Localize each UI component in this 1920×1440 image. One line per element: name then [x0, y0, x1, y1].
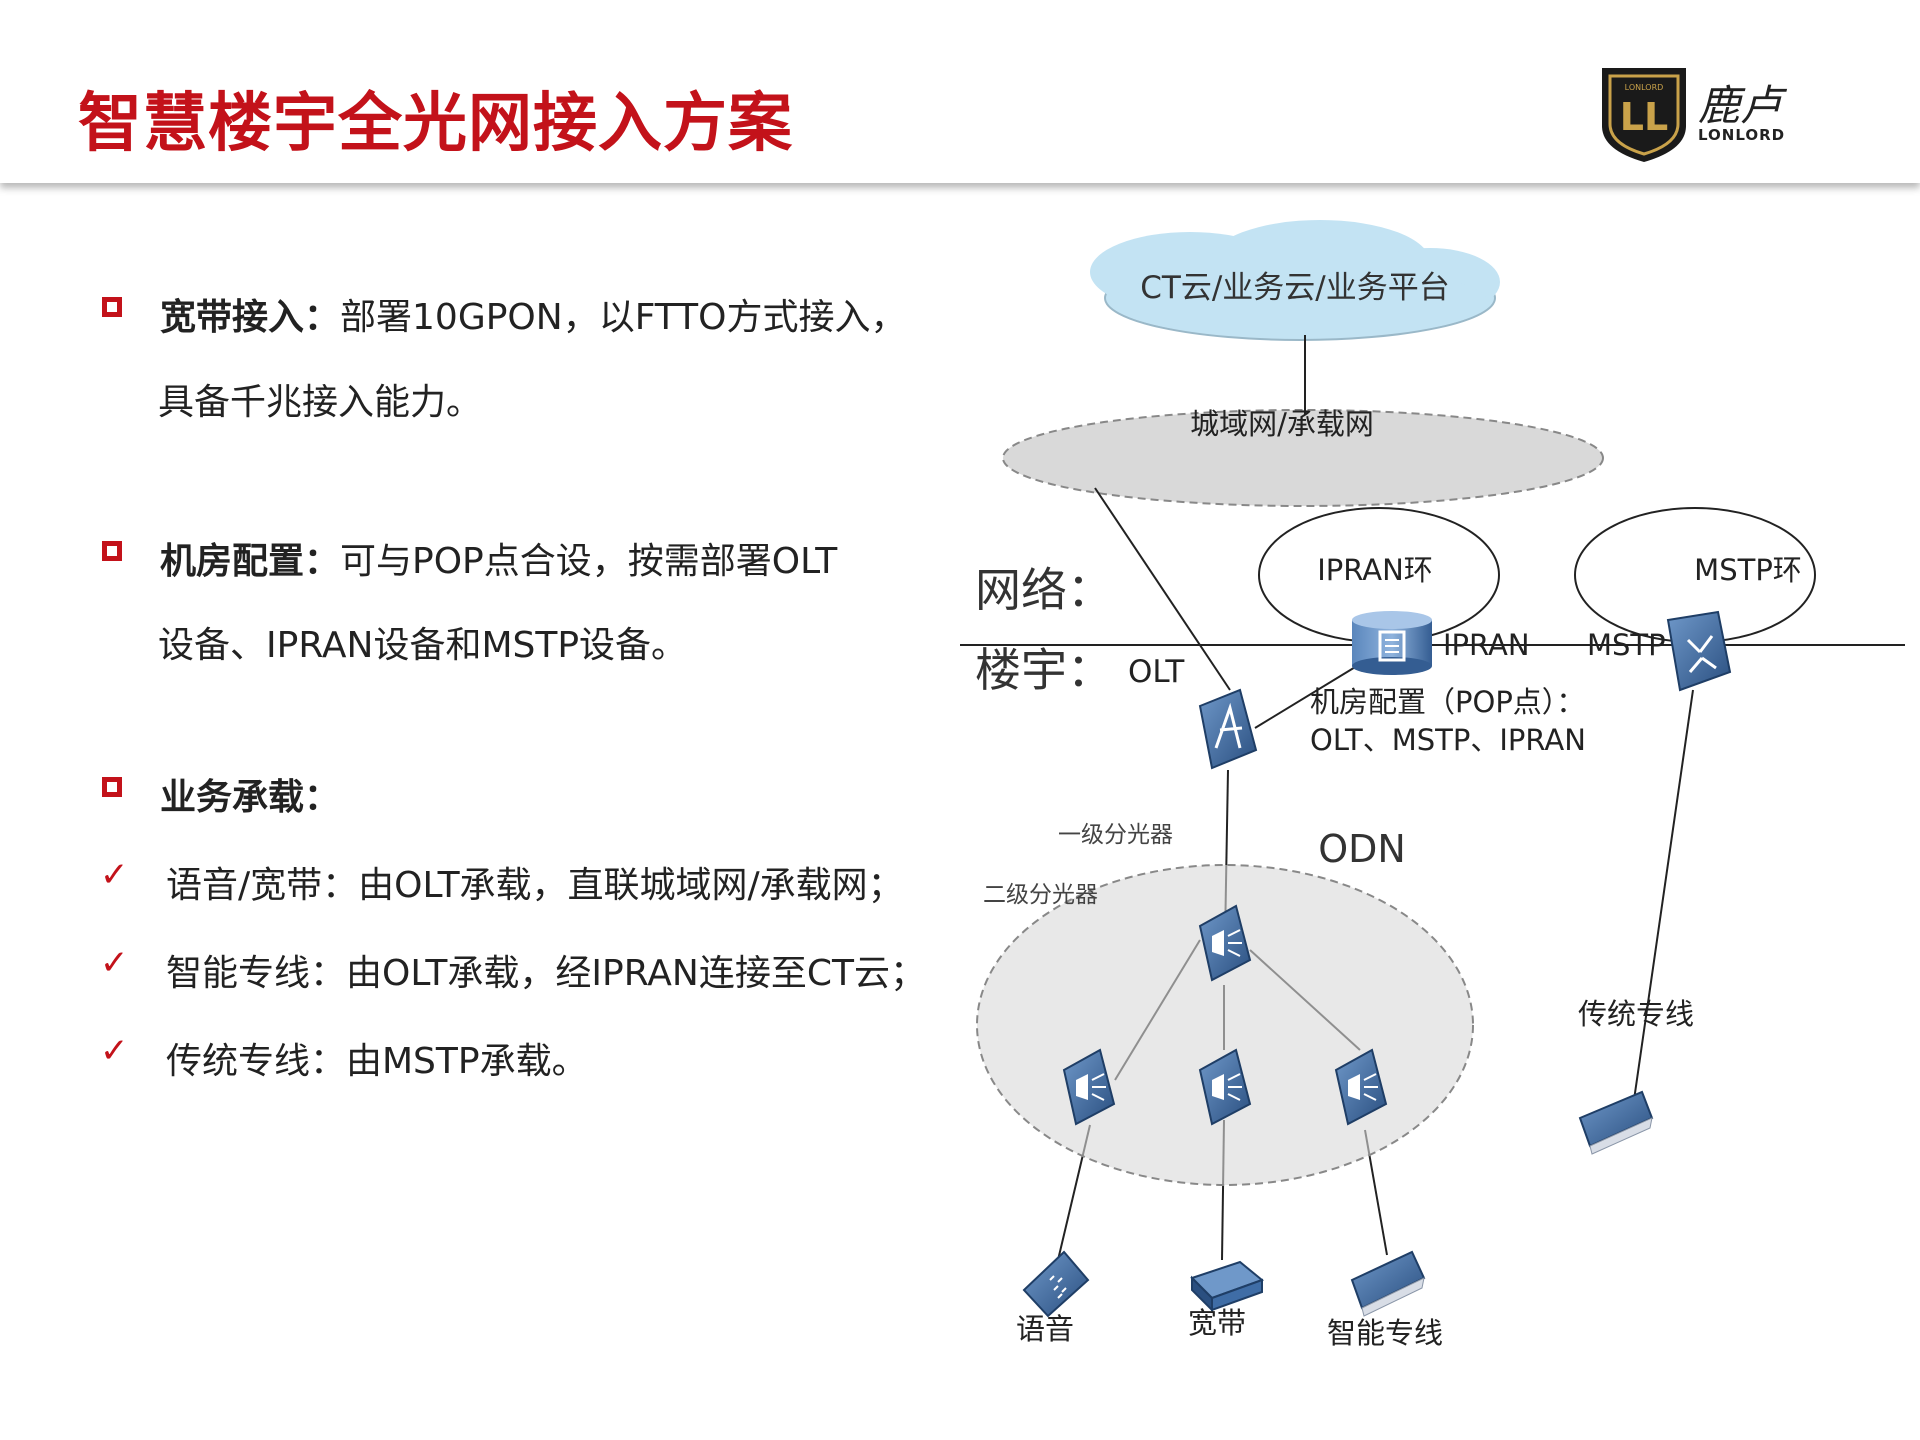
traditional-line-label: 传统专线: [1578, 997, 1694, 1031]
metro-network-ellipse: [1002, 409, 1604, 507]
logo-mark: LL: [1620, 95, 1668, 139]
building-label: 楼宇：: [975, 643, 1113, 697]
bullet-square-icon: [102, 541, 122, 561]
service-label: 业务承载：: [160, 777, 341, 818]
network-label: 网络：: [975, 563, 1113, 617]
splitter-level2-icon: [1334, 1048, 1388, 1126]
mstp-label: MSTP: [1587, 628, 1666, 662]
cloud-icon: [1090, 220, 1500, 341]
logo-shield-icon: [1602, 68, 1686, 162]
broadband-line-1: 部署10GPON，以FTTO方式接入，: [340, 297, 907, 338]
service-item-traditional: 传统专线：由MSTP承载。: [166, 1041, 588, 1082]
logo-english-name: LONLORD: [1698, 126, 1786, 144]
voice-phone-icon: [1022, 1250, 1090, 1318]
smart-line-label: 智能专线: [1327, 1316, 1443, 1350]
broadband-label: 宽带接入：: [160, 297, 341, 338]
cloud-label: CT云/业务云/业务平台: [1140, 270, 1449, 306]
room-config-line-1: 机房配置（POP点）：: [1310, 685, 1585, 719]
room-label: 机房配置：: [160, 541, 341, 582]
broadband-device-label: 宽带: [1188, 1306, 1246, 1340]
service-item-smart: 智能专线：由OLT承载，经IPRAN连接至CT云；: [166, 953, 926, 994]
splitter-level2-icon: [1198, 1048, 1252, 1126]
smart-line-device-icon: [1350, 1250, 1426, 1317]
mstp-switch-icon: [1666, 610, 1732, 692]
room-line-1: 可与POP点合设，按需部署OLT: [340, 541, 838, 582]
bullet-square-icon: [102, 297, 122, 317]
service-item-voice: 语音/宽带：由OLT承载，直联城域网/承载网；: [166, 865, 904, 906]
header-bar: 智慧楼宇全光网接入方案 LL LONLORD: [0, 0, 1920, 183]
room-line-2: 设备、IPRAN设备和MSTP设备。: [158, 625, 688, 666]
page-title: 智慧楼宇全光网接入方案: [78, 87, 793, 161]
metro-to-olt-link: [1094, 487, 1231, 691]
mstp-ring-label: MSTP环: [1694, 553, 1802, 587]
odn-label: ODN: [1318, 827, 1406, 871]
metro-label: 城域网/承载网: [1190, 407, 1374, 441]
splitter-level1-icon: [1198, 904, 1252, 982]
logo-chinese-name: 鹿卢: [1698, 81, 1783, 130]
broadband-modem-icon: [1190, 1260, 1264, 1313]
ipran-router-icon: [1352, 611, 1432, 675]
splitter1-label: 一级分光器: [1058, 822, 1173, 848]
mstp-to-traditional-link: [1633, 689, 1694, 1101]
checkmark-icon: ✓: [100, 943, 129, 983]
splitter2-label: 二级分光器: [983, 882, 1098, 908]
olt-label: OLT: [1128, 654, 1185, 690]
bullet-square-icon: [102, 777, 122, 797]
checkmark-icon: ✓: [100, 1031, 129, 1071]
ipran-ring-label: IPRAN环: [1317, 553, 1433, 587]
broadband-line-2: 具备千兆接入能力。: [158, 382, 483, 423]
checkmark-icon: ✓: [100, 855, 129, 895]
splitter-level2-icon: [1062, 1048, 1116, 1126]
olt-device-icon: [1198, 688, 1258, 770]
voice-label: 语音: [1016, 1312, 1074, 1346]
traditional-line-device-icon: [1578, 1090, 1654, 1155]
ipran-label: IPRAN: [1443, 628, 1530, 662]
company-logo: LL LONLORD: [1602, 68, 1686, 162]
logo-small: LONLORD: [1625, 83, 1664, 92]
room-config-line-2: OLT、MSTP、IPRAN: [1310, 723, 1586, 757]
